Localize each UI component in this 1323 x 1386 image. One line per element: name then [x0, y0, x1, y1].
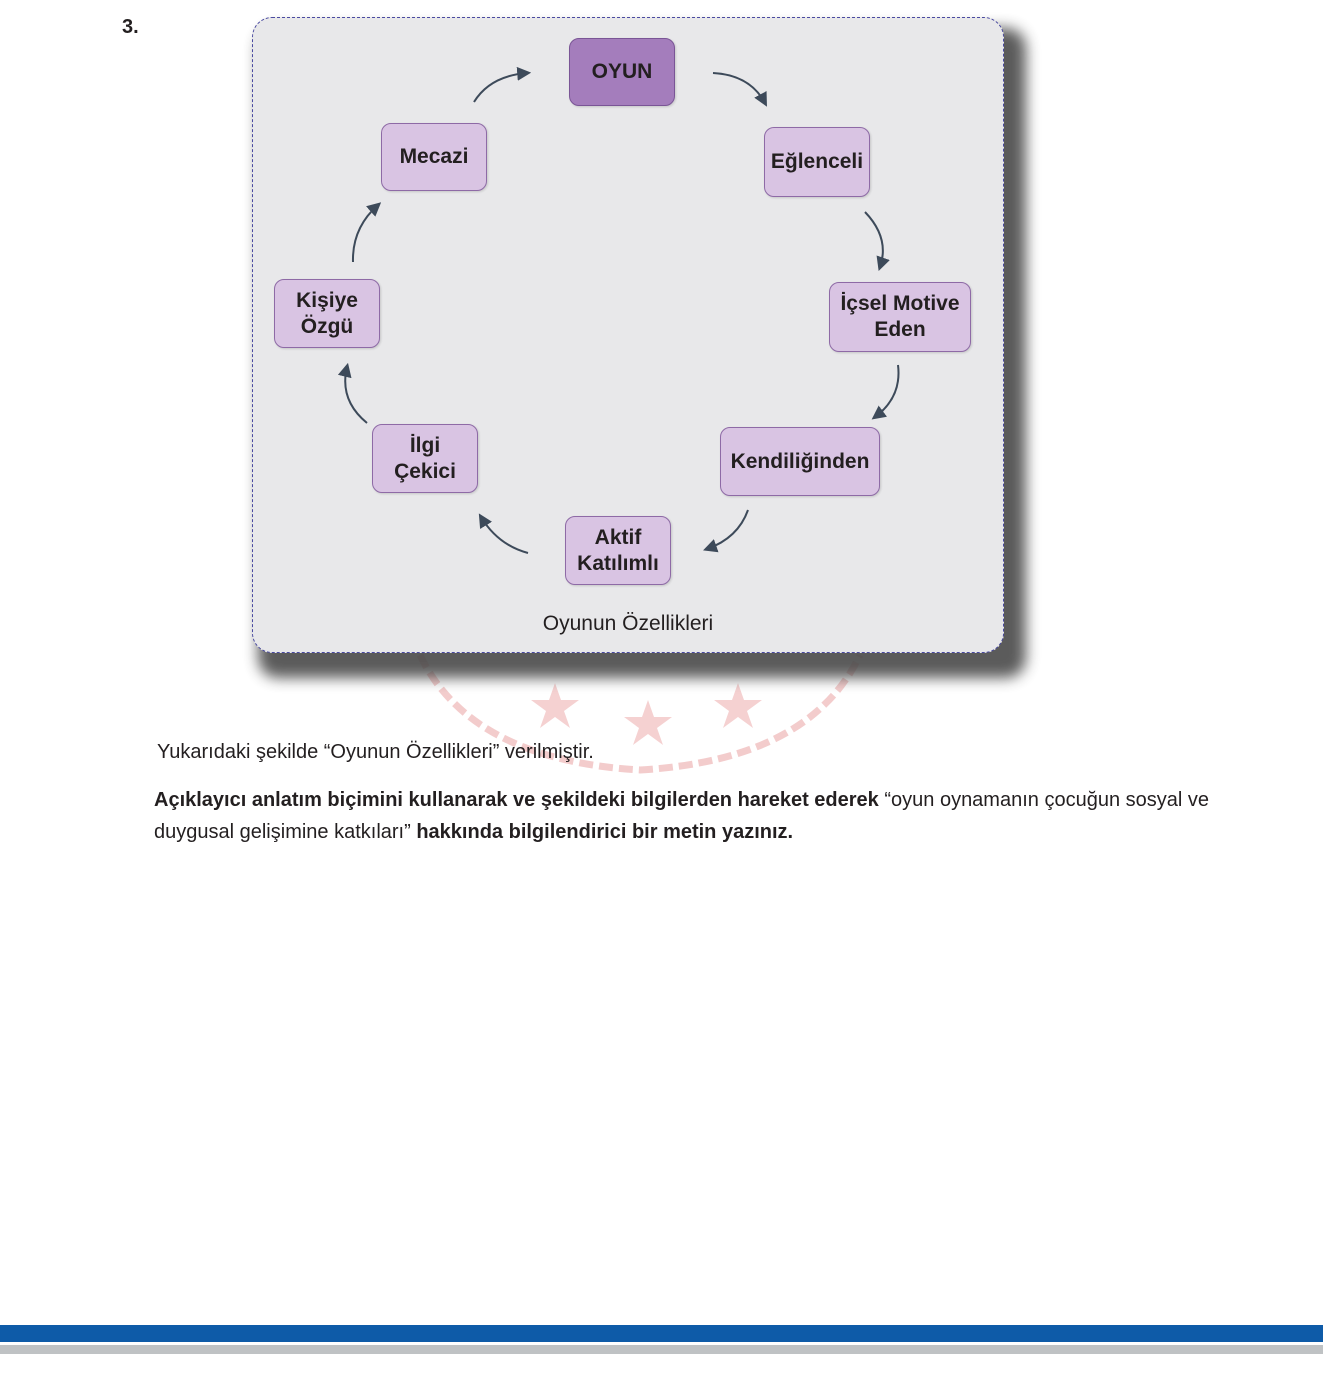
node-kendiliginden: Kendiliğinden — [720, 427, 880, 496]
node-icsel-motive-eden: İçsel Motive Eden — [829, 282, 971, 352]
node-oyun: OYUN — [569, 38, 675, 106]
footer-blue-bar — [0, 1325, 1323, 1342]
node-aktif-label: Aktif Katılımlı — [577, 525, 659, 575]
node-ilgi-label: İlgi Çekici — [394, 433, 456, 483]
node-icsel-label: İçsel Motive Eden — [840, 292, 960, 341]
intro-text: Yukarıdaki şekilde “Oyunun Özellikleri” … — [157, 741, 594, 763]
node-mecazi-label: Mecazi — [399, 145, 469, 168]
question-number: 3. — [122, 16, 139, 38]
node-oyun-label: OYUN — [591, 60, 653, 83]
arrow-mecazi-to-oyun — [473, 66, 532, 103]
watermark-emblem — [416, 653, 864, 774]
node-kendiliginden-label: Kendiliğinden — [730, 449, 870, 473]
node-mecazi: Mecazi — [381, 123, 487, 191]
node-aktif-katilimli: Aktif Katılımlı — [565, 516, 671, 585]
task-text: Açıklayıcı anlatım biçimini kullanarak v… — [154, 784, 1214, 848]
cycle-arrows — [337, 66, 900, 554]
arrow-kendiliginden-to-aktif — [703, 509, 749, 553]
node-kisiye-label: Kişiye Özgü — [296, 288, 358, 338]
arrow-kisiye-to-mecazi — [351, 202, 382, 263]
arrow-oyun-to-eglenceli — [712, 72, 767, 107]
node-kisiye-ozgu: Kişiye Özgü — [274, 279, 380, 348]
arrow-ilgi-to-kisiye — [337, 362, 368, 424]
task-normal-part: “oyun oynamanın çocuğun sosyal ve duygus… — [154, 789, 1209, 843]
arrow-eglenceli-to-icsel — [864, 211, 890, 271]
node-eglenceli: Eğlenceli — [764, 127, 870, 197]
arrow-aktif-to-ilgi — [478, 513, 529, 554]
arrow-icsel-to-kendiliginden — [871, 364, 900, 420]
node-eglenceli-label: Eğlenceli — [770, 150, 864, 173]
footer-gray-bar — [0, 1345, 1323, 1354]
node-ilgi-cekici: İlgi Çekici — [372, 424, 478, 493]
task-bold-part-2: hakkında bilgilendirici bir metin yazını… — [416, 821, 794, 843]
task-bold-part-1: Açıklayıcı anlatım biçimini kullanarak v… — [154, 789, 879, 811]
diagram-caption: Oyunun Özellikleri — [542, 612, 714, 635]
